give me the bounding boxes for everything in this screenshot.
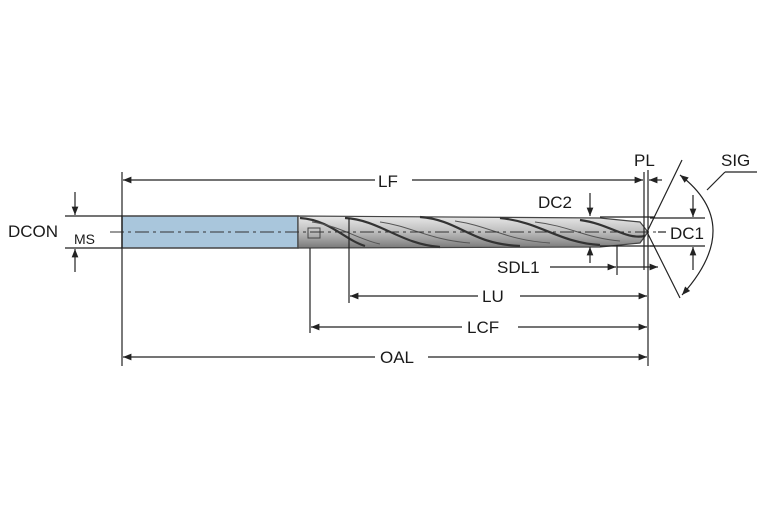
label-sdl1: SDL1: [497, 258, 540, 277]
sig-angle: [646, 159, 757, 299]
label-dc2: DC2: [538, 193, 572, 212]
label-lf: LF: [378, 172, 398, 191]
label-oal: OAL: [380, 348, 414, 367]
label-dcon: DCON: [8, 222, 58, 241]
label-dcon-sub: MS: [74, 231, 95, 247]
label-pl: PL: [634, 151, 655, 170]
label-lcf: LCF: [467, 318, 499, 337]
extension-lines: [65, 170, 705, 366]
label-lu: LU: [482, 287, 504, 306]
label-dc1: DC1: [670, 224, 704, 243]
label-sig: SIG: [721, 151, 750, 170]
